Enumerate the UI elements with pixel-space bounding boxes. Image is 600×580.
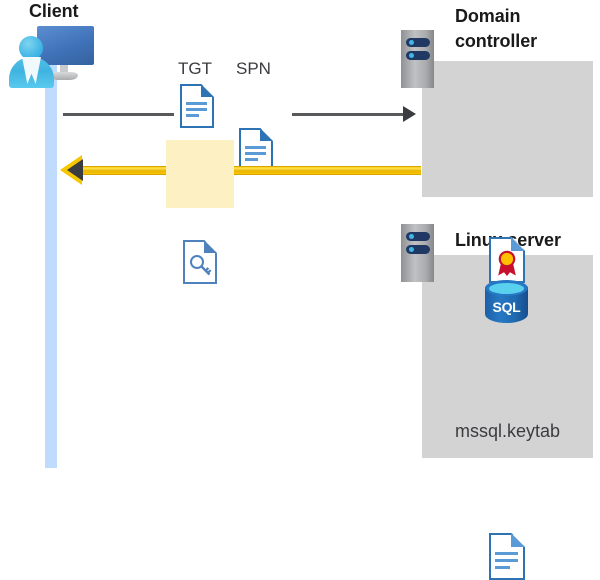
monitor-neck-icon bbox=[60, 65, 68, 74]
document-line-icon bbox=[245, 146, 266, 149]
document-line-icon bbox=[495, 566, 510, 569]
document-line-icon bbox=[245, 152, 266, 155]
client-lifeline bbox=[45, 60, 57, 468]
document-line-icon bbox=[495, 559, 518, 562]
certificate-seal-icon bbox=[498, 250, 516, 276]
domain-controller-server-icon bbox=[401, 30, 434, 88]
linux-server-server-icon bbox=[401, 224, 434, 282]
sql-label: SQL bbox=[492, 299, 521, 315]
linux-server-title: Linux server bbox=[455, 230, 561, 250]
server-bay-icon bbox=[406, 51, 430, 60]
tgt-label: TGT bbox=[178, 59, 212, 78]
document-line-icon bbox=[186, 102, 207, 105]
spn-document-icon bbox=[239, 128, 273, 172]
certificate-document-icon bbox=[489, 237, 525, 283]
tgt-document-icon bbox=[180, 84, 214, 128]
server-led-icon bbox=[409, 53, 414, 58]
keytab-document-icon bbox=[489, 533, 525, 580]
sql-cylinder-top-inner-icon bbox=[489, 282, 524, 294]
document-line-icon bbox=[186, 114, 199, 117]
document-line-icon bbox=[245, 158, 258, 161]
server-bay-icon bbox=[406, 232, 430, 241]
server-bay-icon bbox=[406, 38, 430, 47]
client-title: Client bbox=[29, 1, 79, 21]
response-arrow-line bbox=[72, 166, 421, 175]
document-page-icon bbox=[489, 533, 525, 580]
response-highlight-box bbox=[166, 140, 234, 208]
person-shirt-icon bbox=[22, 57, 41, 84]
document-page-icon bbox=[180, 84, 214, 128]
domain-controller-title: Domain controller bbox=[455, 6, 538, 51]
key-glyph-icon bbox=[190, 255, 212, 276]
document-line-icon bbox=[495, 552, 518, 555]
diagram-canvas: Client Domain controller Linux server TG… bbox=[8, 1, 593, 580]
request-arrowhead-icon bbox=[403, 106, 416, 122]
request-arrow-gap bbox=[174, 110, 292, 119]
keytab-label: mssql.keytab bbox=[454, 421, 561, 441]
domain-controller-panel bbox=[422, 61, 593, 197]
response-arrowhead-icon bbox=[67, 159, 83, 181]
key-document-icon bbox=[183, 240, 217, 284]
client-icon bbox=[8, 26, 100, 88]
spn-label: SPN bbox=[236, 59, 271, 78]
document-page-icon bbox=[239, 128, 273, 172]
monitor-base-icon bbox=[50, 72, 78, 80]
server-led-icon bbox=[409, 234, 414, 239]
document-fold-icon bbox=[201, 84, 214, 97]
monitor-screen-icon bbox=[37, 26, 94, 65]
server-led-icon bbox=[409, 40, 414, 45]
document-fold-icon bbox=[204, 240, 217, 253]
sql-database-icon: SQL bbox=[485, 280, 528, 330]
document-page-icon bbox=[183, 240, 217, 284]
server-bay-icon bbox=[406, 245, 430, 254]
person-head-icon bbox=[19, 36, 43, 60]
document-line-icon bbox=[186, 108, 207, 111]
server-led-icon bbox=[409, 247, 414, 252]
